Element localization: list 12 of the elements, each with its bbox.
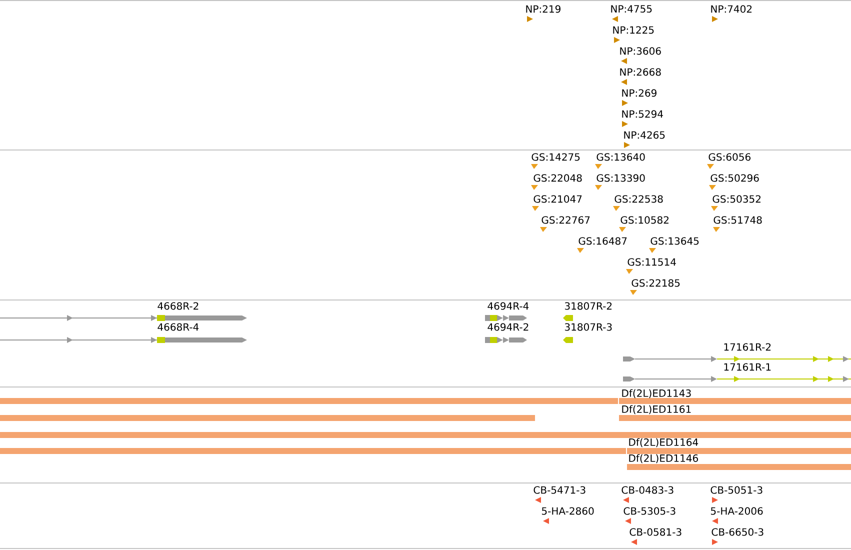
gene-model: 4668R-4 (0, 323, 247, 343)
gene-model: 31807R-2 (563, 302, 612, 321)
gene-model: 17161R-2 (623, 343, 851, 362)
gene-model: 4694R-4 (485, 302, 529, 321)
gene-model: 17161R-1 (623, 363, 851, 382)
gene-model: 4668R-2 (0, 302, 247, 321)
deletion-bar: Df(2L)ED1164 (627, 438, 851, 454)
deletion-bar: Df(2L)ED1143 (619, 389, 851, 404)
deletion-bar: Df(2L)ED1146 (627, 454, 851, 470)
gene-model: 31807R-3 (563, 323, 612, 343)
deletion-bar: Df(2L)ED1161 (619, 405, 851, 421)
gene-model: 4694R-2 (485, 323, 528, 343)
